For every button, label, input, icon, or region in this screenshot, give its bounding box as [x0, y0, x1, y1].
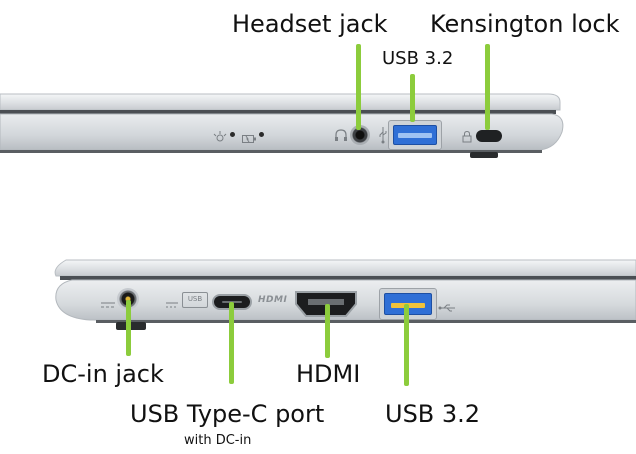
headset-icon — [334, 127, 348, 141]
usb-c-marking: USB — [182, 292, 208, 308]
kensington-lock-leader — [485, 44, 490, 130]
hdmi-label: HDMI — [296, 360, 361, 388]
usb-icon — [438, 298, 456, 312]
laptop-right-side-view — [0, 86, 636, 176]
usb-port-top — [388, 120, 442, 150]
usb-c-note: with DC-in — [184, 433, 252, 448]
battery-icon — [242, 129, 256, 143]
kensington-lock-label: Kensington lock — [430, 10, 620, 38]
power-icon — [213, 128, 227, 142]
usb-c-leader — [229, 302, 234, 384]
headset-jack — [350, 125, 370, 145]
dc-in-jack — [117, 288, 139, 310]
usb-top-label: USB 3.2 — [382, 48, 454, 69]
dc-in-jack-leader — [126, 300, 131, 356]
headset-jack-label: Headset jack — [232, 10, 388, 38]
usb-bottom-leader — [404, 304, 409, 386]
thunderbolt-icon — [165, 294, 179, 308]
usb-top-leader — [410, 74, 415, 122]
hdmi-marking: HDMI — [258, 295, 288, 305]
usb-bottom-label: USB 3.2 — [385, 400, 481, 428]
hdmi-leader — [325, 304, 330, 358]
usb-icon — [378, 126, 388, 144]
kensington-lock-slot — [476, 130, 502, 142]
headset-jack-leader — [356, 44, 361, 130]
dc-in-jack-label: DC-in jack — [42, 360, 164, 388]
usb-c-label: USB Type-C port — [130, 400, 325, 428]
power-led — [230, 132, 235, 137]
battery-led — [259, 132, 264, 137]
dc-icon — [100, 294, 116, 308]
lock-icon — [462, 128, 472, 143]
